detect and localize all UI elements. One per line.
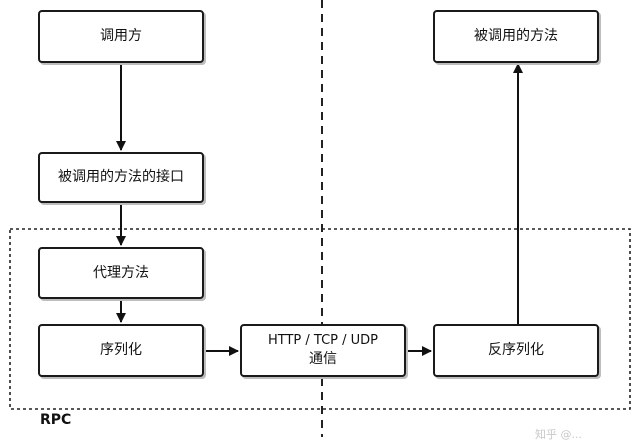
caller-label: 调用方 bbox=[100, 28, 142, 45]
proxy-box: 代理方法 bbox=[38, 247, 204, 299]
caller-box: 调用方 bbox=[38, 10, 204, 63]
proxy-label: 代理方法 bbox=[93, 264, 149, 281]
transport-box: HTTP / TCP / UDP 通信 bbox=[240, 324, 406, 377]
transport-protocols-label: HTTP / TCP / UDP bbox=[267, 333, 379, 349]
callee-label: 被调用的方法 bbox=[474, 28, 558, 45]
deserialize-box: 反序列化 bbox=[433, 324, 599, 377]
serialize-box: 序列化 bbox=[38, 324, 204, 377]
watermark-text: 知乎 @... bbox=[535, 428, 582, 441]
deserialize-label: 反序列化 bbox=[488, 342, 544, 359]
serialize-label: 序列化 bbox=[100, 342, 142, 359]
rpc-boundary bbox=[9, 228, 631, 410]
interface-label: 被调用的方法的接口 bbox=[58, 169, 184, 186]
callee-box: 被调用的方法 bbox=[433, 10, 599, 63]
transport-label: 通信 bbox=[309, 350, 337, 367]
interface-box: 被调用的方法的接口 bbox=[38, 152, 204, 203]
rpc-label: RPC bbox=[40, 412, 72, 428]
